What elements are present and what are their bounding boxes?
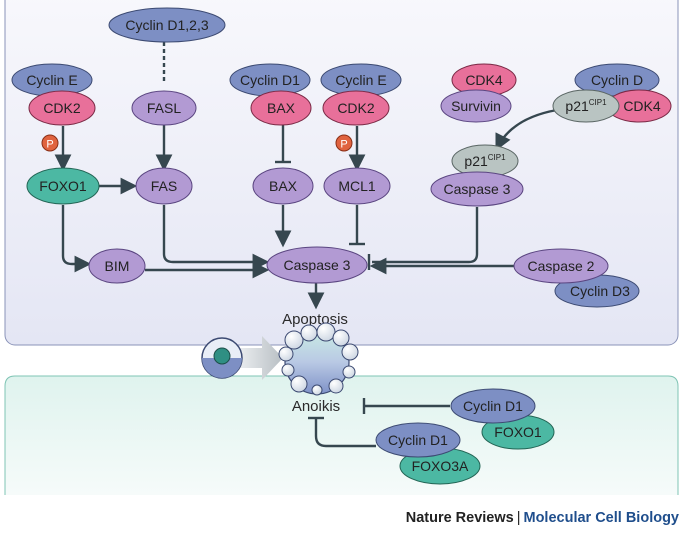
- cdk2-node-1: CDK2: [28, 90, 96, 126]
- journal-section: Molecular Cell Biology: [523, 510, 680, 526]
- fasl-node: FASL: [131, 90, 197, 126]
- connectors: [54, 42, 558, 448]
- survivin-node: Survivin: [440, 89, 512, 123]
- mcl1-node: MCL1: [323, 167, 391, 205]
- svg-text:Cyclin D1: Cyclin D1: [388, 432, 448, 448]
- svg-text:p21CIP1: p21CIP1: [464, 153, 506, 169]
- cyclin-e-node-1: Cyclin E: [11, 63, 93, 97]
- bax-top-node: BAX: [250, 90, 312, 126]
- caspase3-node: Caspase 3: [266, 246, 368, 284]
- svg-text:CDK2: CDK2: [43, 100, 81, 116]
- svg-text:CDK2: CDK2: [337, 100, 375, 116]
- cyclin-d1-foxo1-node: Cyclin D1: [450, 388, 536, 424]
- transition-arrow: [236, 336, 283, 380]
- cyclin-d1-foxo3a-node: Cyclin D1: [375, 422, 461, 458]
- p21-node-b: p21CIP1: [451, 144, 519, 178]
- healthy-cell-icon: [201, 337, 243, 379]
- svg-text:Cyclin D1,2,3: Cyclin D1,2,3: [125, 17, 208, 33]
- foxo1-to-bim: [61, 205, 92, 273]
- svg-text:Cyclin E: Cyclin E: [26, 72, 77, 88]
- complex-inhibits-caspase3: [372, 207, 479, 264]
- svg-text:Caspase 3: Caspase 3: [284, 257, 351, 273]
- svg-text:Cyclin D1: Cyclin D1: [240, 72, 300, 88]
- foxo1-anoikis-node: FOXO1: [481, 414, 555, 450]
- svg-text:Caspase 2: Caspase 2: [528, 258, 595, 274]
- svg-text:P: P: [340, 139, 347, 151]
- svg-text:p21CIP1: p21CIP1: [565, 98, 607, 114]
- apoptosis-label: Apoptosis: [282, 311, 348, 328]
- cyclin-d3-node: Cyclin D3: [554, 274, 640, 308]
- svg-text:BAX: BAX: [269, 178, 298, 194]
- foxo1-node: FOXO1: [26, 167, 100, 205]
- svg-text:FOXO1: FOXO1: [39, 178, 87, 194]
- caspase3-complex-node: Caspase 3: [430, 171, 524, 207]
- anoikis-label: Anoikis: [292, 398, 340, 415]
- cdk4-node-a: CDK4: [451, 63, 517, 97]
- cyclin-d1-foxo3a-inhibits-anoikis: [314, 418, 376, 448]
- phospho-marker-2: P: [335, 134, 353, 152]
- journal-footer: Nature Reviews|Molecular Cell Biology: [406, 510, 679, 526]
- svg-text:CDK4: CDK4: [623, 98, 661, 114]
- svg-text:P: P: [46, 139, 53, 151]
- svg-text:BAX: BAX: [267, 100, 296, 116]
- fas-node: FAS: [135, 167, 193, 205]
- p21-node-a: p21CIP1: [552, 89, 620, 123]
- cdk4-node-b: CDK4: [606, 89, 672, 123]
- svg-text:FASL: FASL: [147, 100, 181, 116]
- svg-text:Cyclin D3: Cyclin D3: [570, 283, 630, 299]
- cyclin-e-node-2: Cyclin E: [320, 63, 402, 97]
- journal-name: Nature Reviews: [405, 510, 514, 526]
- cell-transition-illustration: [201, 322, 359, 396]
- cdk2-node-2: CDK2: [322, 90, 390, 126]
- caspase2-node: Caspase 2: [513, 248, 609, 284]
- svg-text:CDK4: CDK4: [465, 72, 503, 88]
- bax-node: BAX: [252, 167, 314, 205]
- bim-node: BIM: [88, 248, 146, 284]
- apoptotic-cell-icon: [278, 322, 359, 396]
- svg-text:FOXO1: FOXO1: [494, 424, 542, 440]
- svg-text:MCL1: MCL1: [338, 178, 376, 194]
- cyclin-d1-bax-node: Cyclin D1: [229, 63, 311, 97]
- svg-text:BIM: BIM: [105, 258, 130, 274]
- cyclin-d123-node: Cyclin D1,2,3: [108, 7, 226, 43]
- anoikis-panel: [4, 375, 679, 495]
- phospho-marker-1: P: [41, 134, 59, 152]
- footer-separator: |: [516, 510, 521, 526]
- svg-text:FAS: FAS: [151, 178, 177, 194]
- cyclin-d-right-node: Cyclin D: [574, 63, 660, 97]
- svg-text:Caspase 3: Caspase 3: [444, 181, 511, 197]
- svg-text:Cyclin E: Cyclin E: [335, 72, 386, 88]
- fas-to-caspase3: [162, 205, 270, 271]
- svg-text:Survivin: Survivin: [451, 98, 501, 114]
- p21-to-complex-curve: [495, 108, 558, 152]
- svg-text:FOXO3A: FOXO3A: [412, 458, 469, 474]
- svg-text:Cyclin D1: Cyclin D1: [463, 398, 523, 414]
- svg-text:Cyclin D: Cyclin D: [591, 72, 643, 88]
